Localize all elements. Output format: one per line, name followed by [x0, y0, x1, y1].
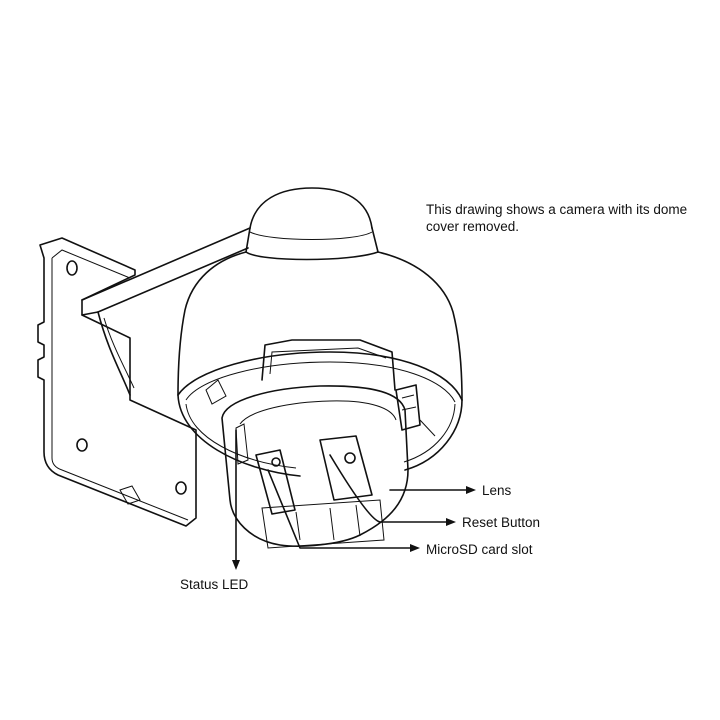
description-line-1: This drawing shows a camera with its dom…	[426, 202, 688, 217]
callout-lines	[232, 429, 476, 570]
top-cap	[245, 187, 379, 261]
housing	[177, 251, 463, 477]
description-text: This drawing shows a camera with its dom…	[426, 201, 716, 235]
callout-microsd-slot: MicroSD card slot	[426, 542, 533, 557]
callout-status-led: Status LED	[180, 577, 249, 592]
lens-module	[205, 339, 436, 549]
mount-arm	[81, 227, 251, 396]
callout-reset-button: Reset Button	[462, 515, 541, 530]
callout-lens: Lens	[482, 483, 512, 498]
wall-mount-plate	[37, 237, 197, 527]
description-line-2: cover removed.	[426, 219, 520, 234]
